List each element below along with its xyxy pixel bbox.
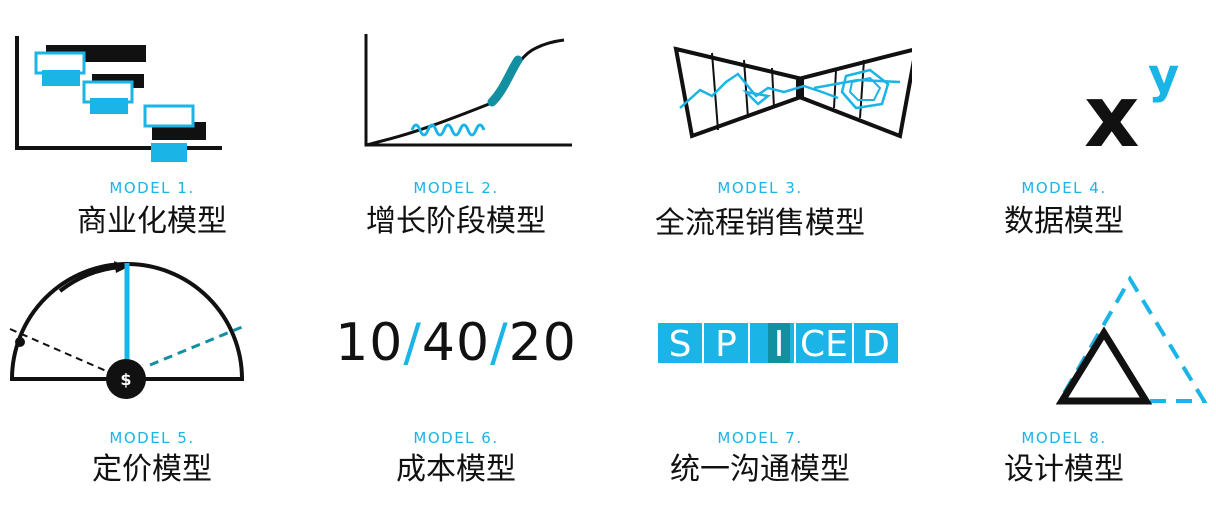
model-number: MODEL 3. [717,179,803,197]
growth-curve-icon [364,34,572,147]
ratio-slash: / [490,313,509,373]
model-number: MODEL 2. [413,179,499,197]
spiced-letter: P [715,324,737,365]
model-card-7: S P I CE D MODEL 7. 统一沟通模型 [608,261,912,522]
bowtie-funnel-icon [673,46,912,139]
ratio-part: 20 [508,313,577,373]
model-card-1: MODEL 1. 商业化模型 [0,0,304,261]
model-number: MODEL 4. [1021,179,1107,197]
model-number: MODEL 8. [1021,429,1107,447]
ratio-icon: 10/40/20 [304,313,608,373]
ratio-part: 40 [421,313,491,373]
gantt-chart-icon [15,36,222,162]
model-number: MODEL 1. [109,179,195,197]
model-name: 增长阶段模型 [366,204,546,239]
pricing-gauge-icon: $ [9,261,244,399]
spiced-letter: CE [800,324,848,365]
ratio-part: 10 [335,313,404,373]
triangles-icon [1055,275,1208,405]
ratio-slash: / [403,313,422,373]
x-base: x [1084,67,1139,167]
model-name: 统一沟通模型 [670,452,850,487]
model-card-6: 10/40/20 MODEL 6. 成本模型 [304,261,608,522]
y-exponent: y [1148,48,1179,104]
model-number: MODEL 7. [717,429,803,447]
spiced-letter: D [862,324,890,365]
spiced-letter: I [774,324,785,365]
model-card-5: $ MODEL 5. 定价模型 [0,261,304,522]
model-name: 数据模型 [1004,204,1124,239]
model-name: 全流程销售模型 [655,206,865,241]
model-card-2: MODEL 2. 增长阶段模型 [304,0,608,261]
model-name: 成本模型 [396,452,516,487]
model-name: 商业化模型 [77,204,227,239]
spiced-letter: S [669,324,692,365]
model-number: MODEL 6. [413,429,499,447]
model-number: MODEL 5. [109,429,195,447]
model-card-8: MODEL 8. 设计模型 [912,261,1216,522]
x-power-y-icon: x y [1084,48,1179,167]
model-name: 设计模型 [1004,452,1124,487]
model-card-4: x y MODEL 4. 数据模型 [912,0,1216,261]
model-name: 定价模型 [92,452,212,487]
dollar-icon: $ [120,370,131,389]
spiced-icon: S P I CE D [658,323,898,365]
model-card-3: MODEL 3. 全流程销售模型 [608,0,912,261]
